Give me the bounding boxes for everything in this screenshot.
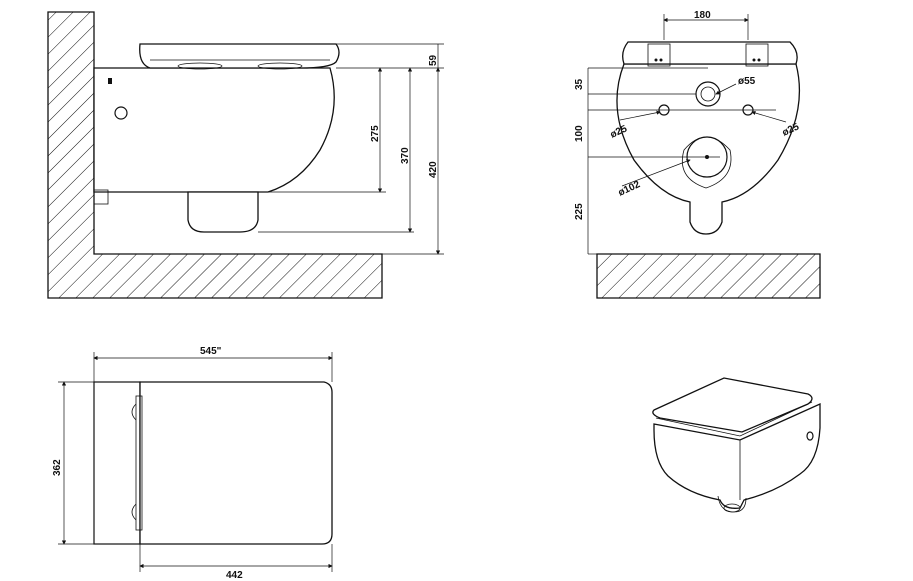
front-bowl-outline [616,63,801,235]
dim-length: 545" [200,346,222,357]
side-view: 59 275 370 420 [47,11,444,299]
front-view: 180 35 100 225 ø55 ø25 ø25 ø102 [574,10,821,299]
front-floor-hatch [596,253,821,299]
dim-outlet-height: 370 [400,147,411,164]
dim-width: 362 [52,459,63,476]
iso-bowl [653,402,821,509]
top-view: 545" 362 442 [52,346,333,581]
dim-depth: 442 [226,570,243,581]
dim-bottom-offset: 225 [574,203,585,220]
dim-outlet-diameter: ø102 [617,179,643,199]
dim-pipe-height: 275 [370,125,381,142]
dim-top-offset: 35 [574,78,585,90]
iso-side-hole [806,431,814,441]
dim-total-height: 420 [428,161,439,178]
side-mount-hole [114,106,128,120]
dim-inlet-diameter: ø55 [738,76,756,87]
front-seat [622,41,798,65]
dim-bolt-spacing: 180 [694,10,711,21]
dim-seat: 59 [428,54,439,66]
side-bowl-body [93,67,335,193]
iso-view [652,377,821,513]
side-seat [139,43,340,69]
side-bowl-foot [187,191,259,233]
dim-hole-spacing: 100 [574,125,585,142]
top-base [93,381,141,545]
top-seat [139,381,333,545]
